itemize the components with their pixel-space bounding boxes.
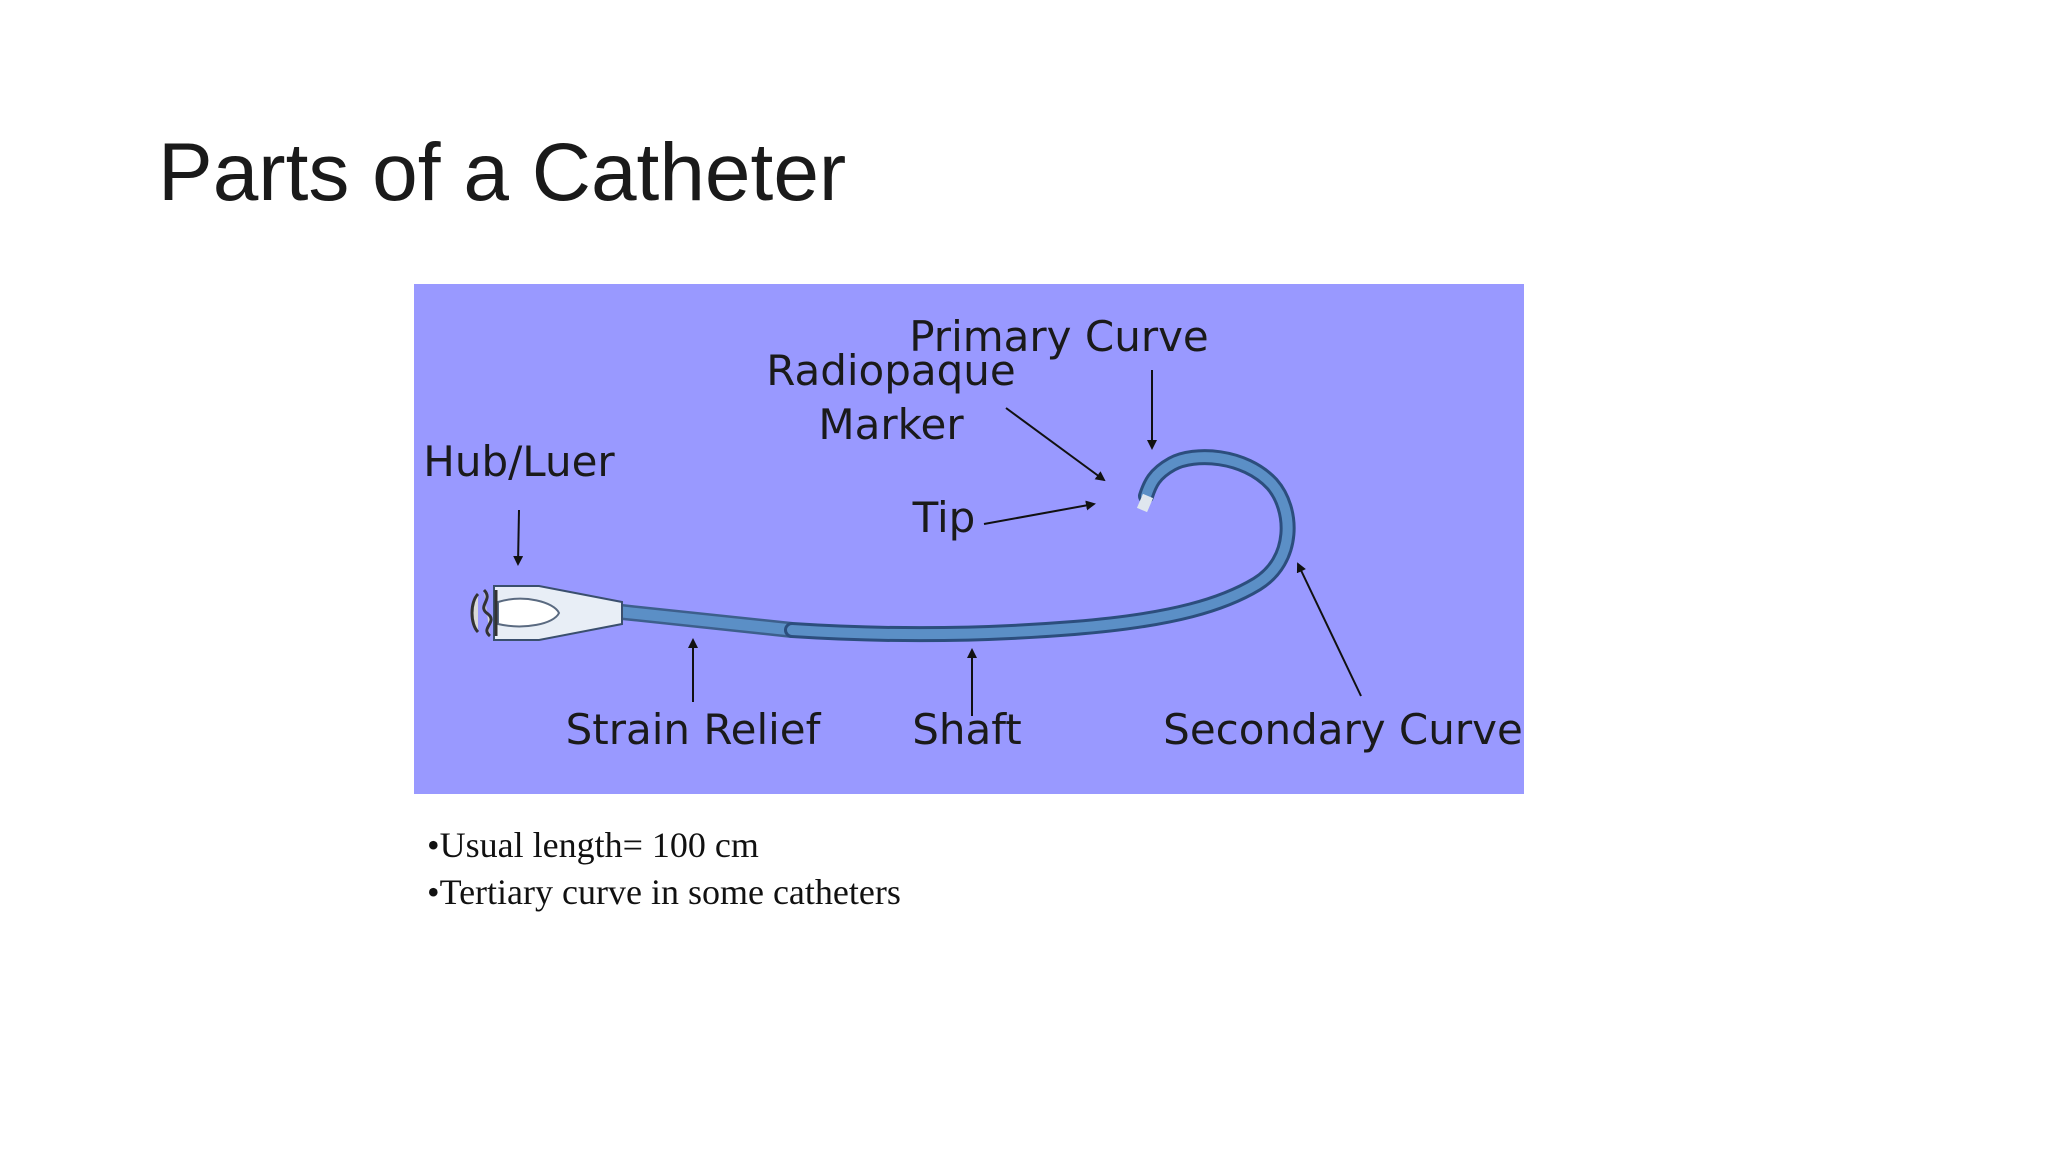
label-strain-relief: Strain Relief — [566, 705, 822, 754]
hub-window — [497, 597, 561, 628]
bullet-item: •Tertiary curve in some catheters — [427, 872, 901, 912]
label-secondary-curve: Secondary Curve — [1163, 705, 1523, 754]
label-tip: Tip — [912, 493, 976, 542]
arrow-secondary-curve — [1296, 562, 1362, 697]
arrow-radiopaque-marker — [1005, 407, 1106, 482]
label-hub-luer: Hub/Luer — [423, 437, 615, 486]
label-radiopaque-line1: Radiopaque — [766, 346, 1016, 395]
hub-luer — [470, 585, 623, 641]
diagram-background — [414, 284, 1524, 794]
label-radiopaque-line2: Marker — [818, 400, 964, 449]
luer-threads — [470, 588, 498, 638]
slide-title: Parts of a Catheter — [158, 127, 847, 218]
bullet-list: •Usual length= 100 cm •Tertiary curve in… — [427, 822, 901, 916]
catheter-diagram-svg: Radiopaque Marker Primary Curve Hub/Luer… — [414, 284, 1524, 794]
shaft — [787, 452, 1293, 640]
strain-relief — [621, 606, 793, 636]
catheter-tip — [1136, 493, 1154, 513]
arrow-tip — [983, 500, 1096, 525]
catheter-illustration — [470, 449, 1296, 643]
label-shaft: Shaft — [912, 705, 1022, 754]
label-primary-curve: Primary Curve — [909, 312, 1209, 361]
bullet-item: •Usual length= 100 cm — [427, 825, 759, 865]
arrow-hub-luer — [513, 509, 524, 566]
catheter-diagram: Radiopaque Marker Primary Curve Hub/Luer… — [414, 284, 1524, 794]
